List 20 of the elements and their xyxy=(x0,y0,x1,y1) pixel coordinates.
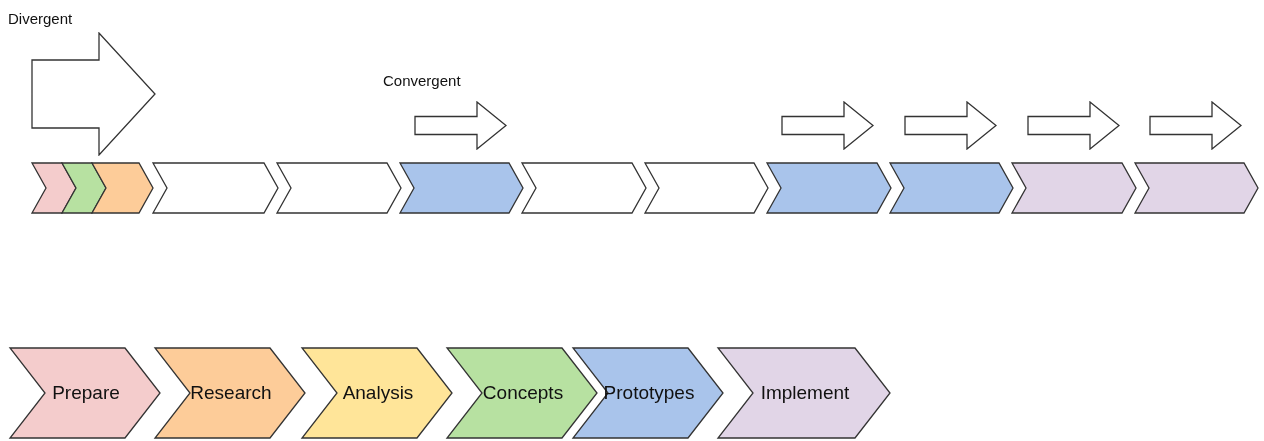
chevron-shape xyxy=(890,163,1013,213)
chevron-shape xyxy=(92,163,153,213)
chevron-shape xyxy=(522,163,646,213)
chevron-shape xyxy=(400,163,523,213)
annotation-text: Convergent xyxy=(383,72,461,89)
legend-text: Implement xyxy=(759,381,851,405)
annotation-text: Divergent xyxy=(8,10,73,27)
chevron-shape xyxy=(1135,163,1258,213)
chevron-shape xyxy=(277,163,401,213)
legend-text: Concepts xyxy=(481,381,565,405)
legend-text: Research xyxy=(189,381,273,405)
legend-text: Prepare xyxy=(51,381,121,405)
chevron-shape xyxy=(153,163,278,213)
legend-text: Prototypes xyxy=(603,381,695,405)
legend-text: Analysis xyxy=(341,381,415,405)
chevron-shape xyxy=(62,163,106,213)
chevron-shape xyxy=(1012,163,1136,213)
chevron-shape xyxy=(645,163,768,213)
chevron-shape xyxy=(767,163,891,213)
chevron-shape xyxy=(32,163,76,213)
